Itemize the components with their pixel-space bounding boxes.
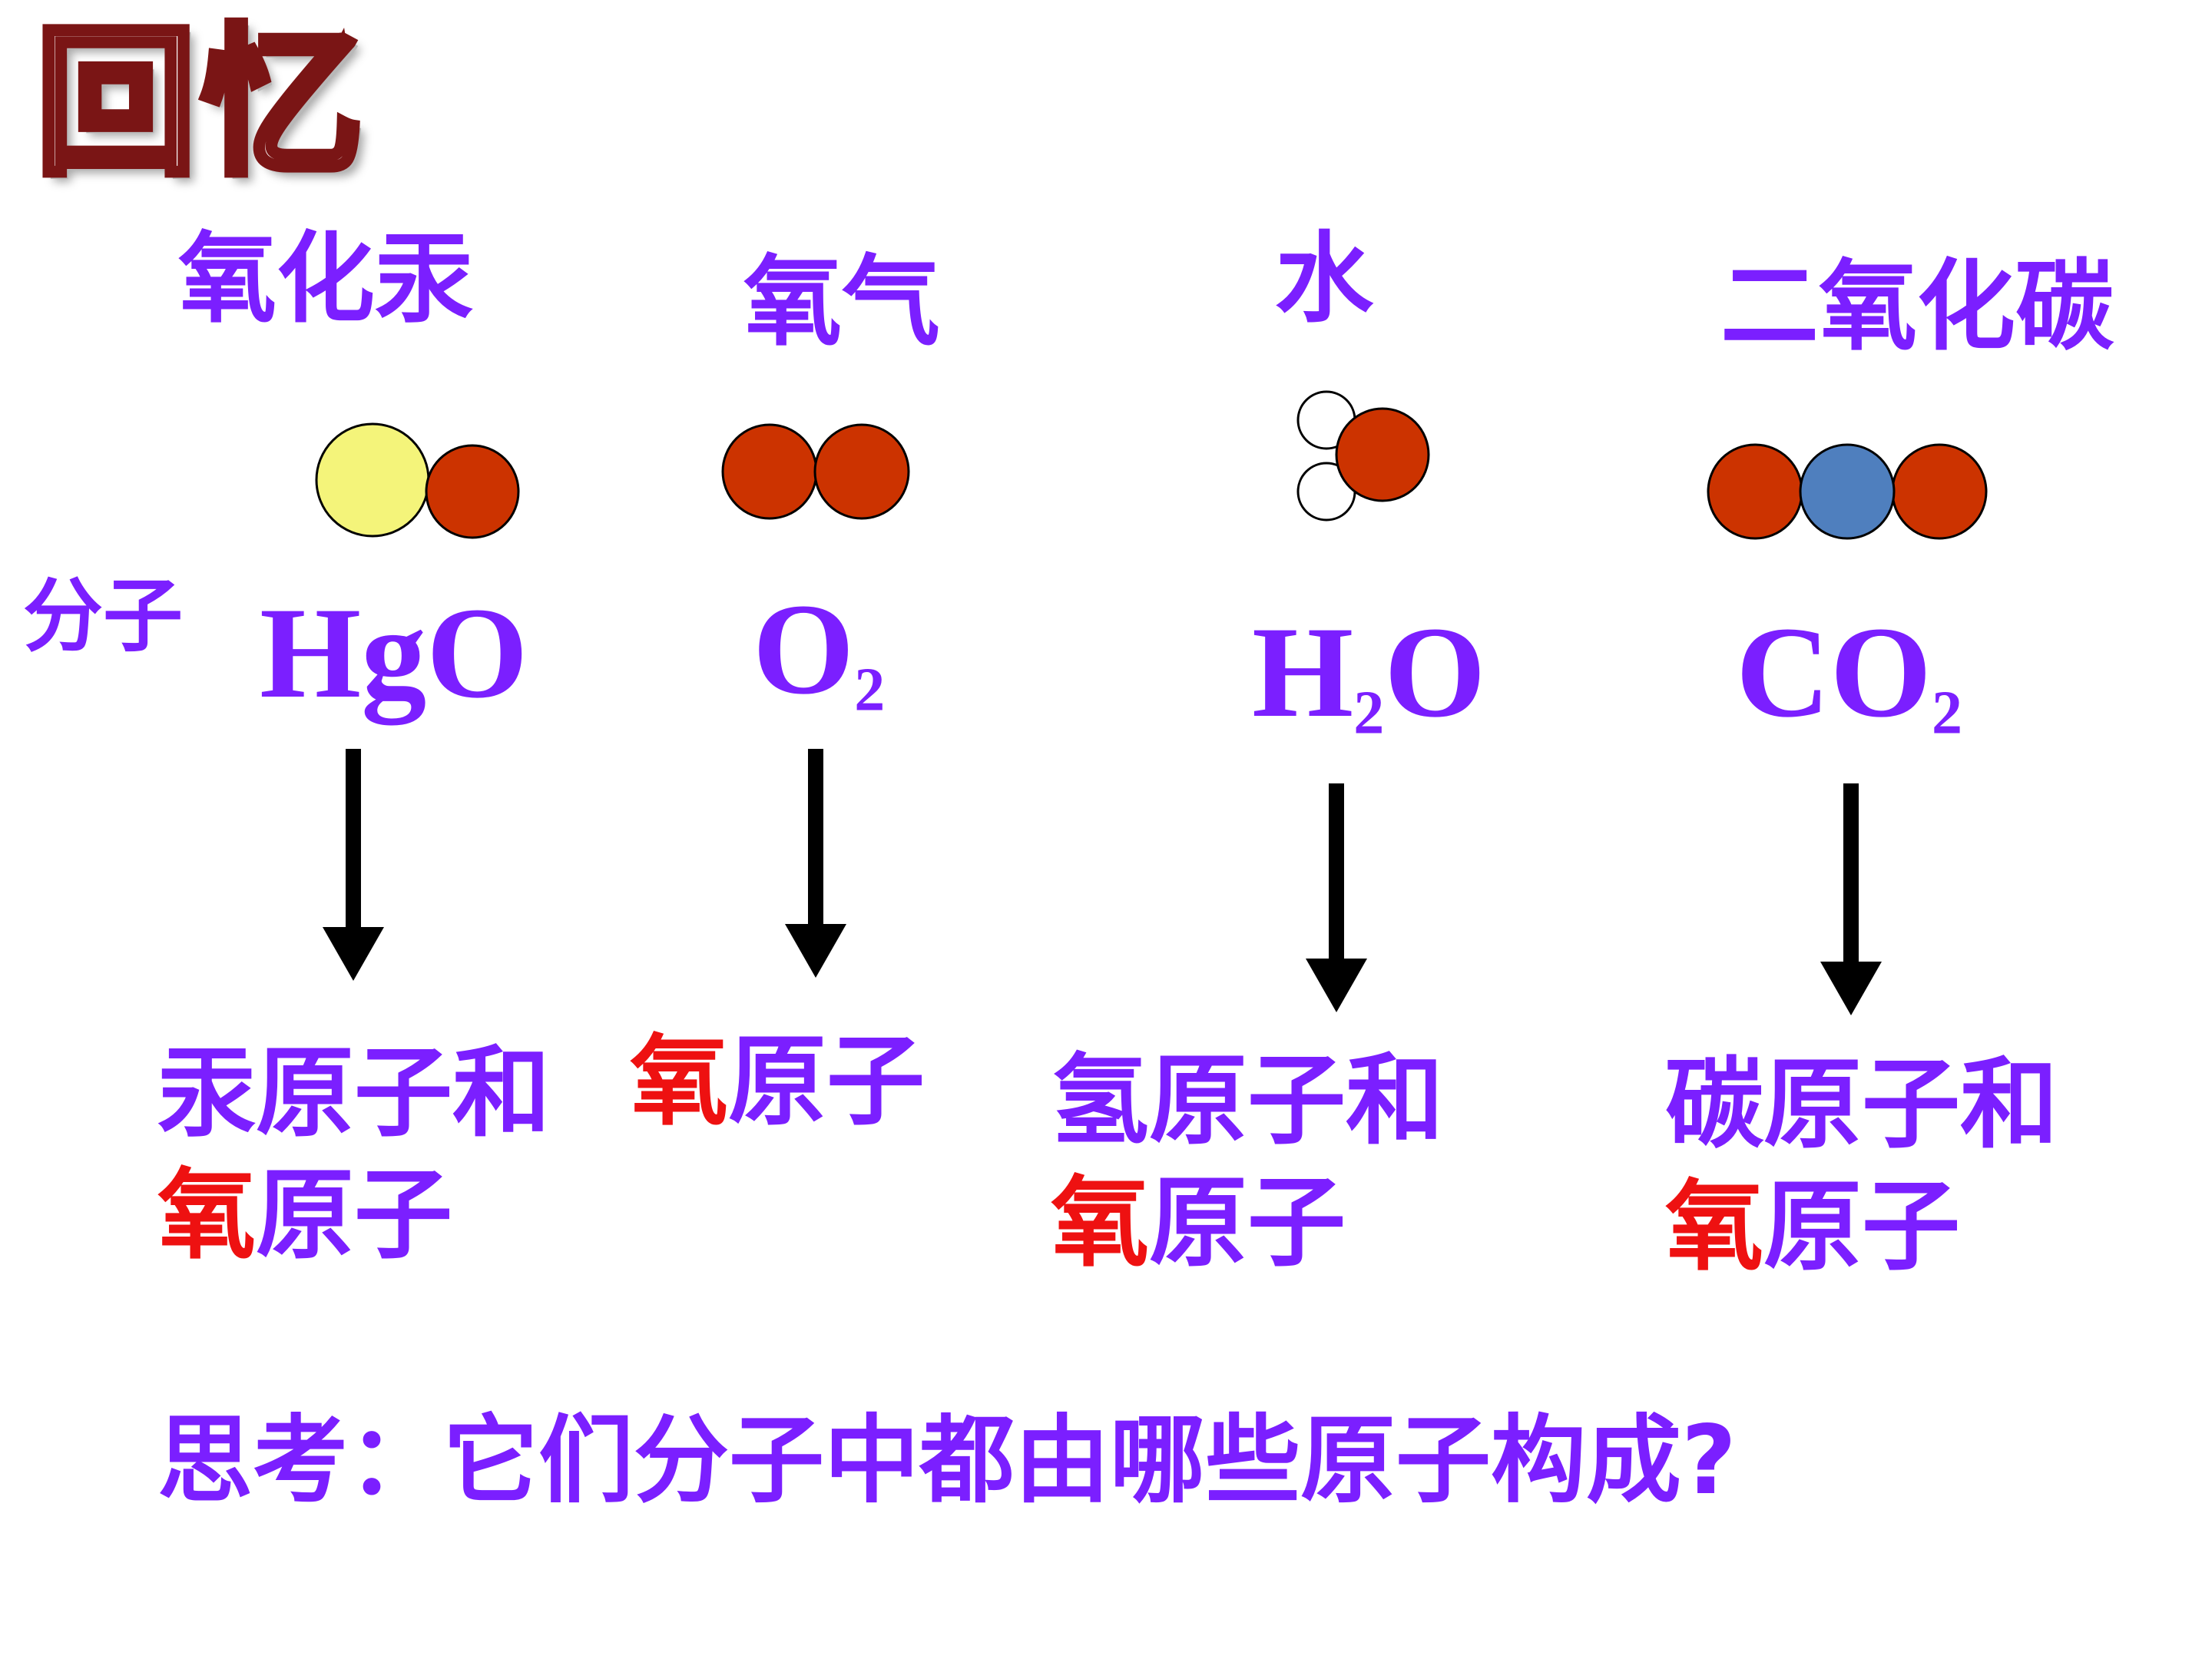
oxygen-atom [1891,443,1988,540]
atoms-line2a: 氧 [1051,1165,1150,1280]
formula-subscript: 2 [854,656,886,724]
formula-subscript: 2 [1353,679,1385,747]
atoms-line1a: 氢原子和 [1051,1044,1445,1158]
o2-molecule-model [721,423,910,520]
formula-hgo: HgO [260,588,528,718]
atoms-line1a: 碳原子和 [1665,1048,2059,1162]
molecule-name-mercury-oxide: 氧化汞 [178,222,474,336]
hgo-molecule-model [315,422,520,539]
co2-molecule-model [1707,443,1988,540]
atoms-line2b: 原子 [256,1157,453,1273]
molecule-name-oxygen: 氧气 [743,245,941,359]
formula-main: CO [1736,600,1932,744]
carbon-atom [1799,443,1896,540]
formula-main: O [753,577,855,721]
formula-subscript: 2 [1932,679,1962,747]
molecule-name-water: 水 [1275,222,1374,336]
formula-main: H [1252,600,1354,744]
atoms-line1a: 汞原子和 [157,1036,551,1151]
oxygen-atom [425,444,520,539]
formula-main: HgO [260,581,528,725]
oxygen-atom [813,423,910,520]
molecule-label: 分子 [23,569,184,663]
atoms-hgo: 汞原子和 氧原子 [157,1033,551,1277]
formula-o2: O2 [753,584,885,720]
atoms-line2a: 氧 [157,1157,257,1273]
oxygen-atom [1707,443,1803,540]
down-arrow-icon [1306,783,1367,1012]
h2o-molecule-model [1296,390,1430,522]
oxygen-atom [721,423,818,520]
down-arrow-icon [323,749,384,981]
atoms-line1b: 原子 [728,1025,926,1139]
down-arrow-icon [785,749,846,978]
molecule-name-carbon-dioxide: 二氧化碳 [1720,250,2114,364]
atoms-line2b: 原子 [1763,1169,1961,1284]
atoms-o2: 氧原子 [630,1022,925,1144]
down-arrow-icon [1820,783,1882,1015]
formula-co2: CO2 [1736,607,1962,743]
atoms-line2a: 氧 [1665,1169,1764,1284]
oxygen-atom [1335,407,1430,502]
thinking-question: 思考：它们分子中都由哪些原子构成? [157,1406,1737,1516]
formula-tail: O [1384,600,1486,744]
slide-title: 回忆 [31,9,368,197]
mercury-atom [315,422,430,538]
atoms-line2b: 原子 [1149,1165,1346,1280]
atoms-co2: 碳原子和 氧原子 [1665,1045,2058,1288]
atoms-line1a: 氧 [630,1025,729,1139]
formula-h2o: H2O [1252,607,1485,743]
atoms-h2o: 氢原子和 氧原子 [1051,1041,1444,1284]
